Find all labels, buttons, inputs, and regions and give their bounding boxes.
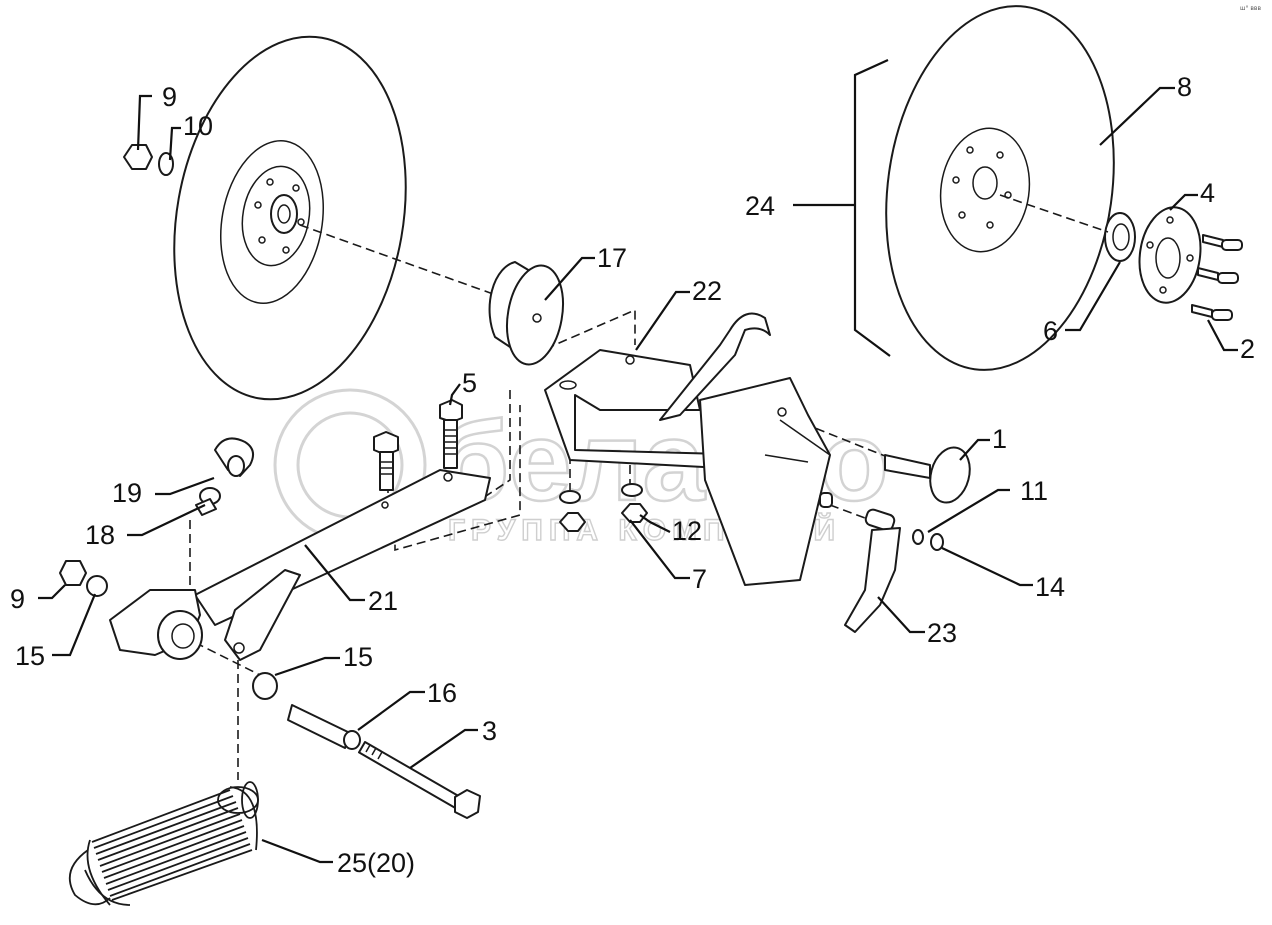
bolt-3: [358, 741, 481, 819]
callout-8: 8: [1177, 72, 1192, 102]
bolt-long: [373, 431, 399, 491]
callout-18: 18: [85, 520, 115, 550]
callout-21: 21: [368, 586, 398, 616]
bracket-22: [544, 312, 791, 471]
callout-11: 11: [1020, 476, 1048, 506]
scraper-blade-1: [884, 446, 971, 504]
callout-10: 10: [183, 111, 213, 141]
callout-9-top: 9: [162, 82, 177, 112]
left-disc: [173, 35, 407, 401]
callout-24: 24: [745, 191, 775, 221]
axis-line-right: [999, 194, 1109, 233]
callout-9-bottom: 9: [10, 584, 25, 614]
callout-7: 7: [692, 564, 707, 594]
callout-17: 17: [597, 243, 627, 273]
callout-12: 12: [672, 516, 702, 546]
callout-19: 19: [112, 478, 142, 508]
callout-22: 22: [692, 276, 722, 306]
bushing-15-left: [86, 575, 108, 597]
roller-17: [488, 261, 564, 366]
callout-5: 5: [462, 368, 477, 398]
axis-line-pin: [829, 504, 866, 519]
scraper-body: [699, 377, 831, 586]
leader-lines: [38, 86, 1238, 864]
nut-9-bottom: [59, 560, 87, 586]
bushing-15-bottom: [252, 672, 278, 700]
callout-3: 3: [482, 716, 497, 746]
grease-fitting-19: [195, 437, 255, 516]
nut-9-top: [123, 144, 153, 170]
callout-15-left: 15: [15, 641, 45, 671]
callout-14: 14: [1035, 572, 1065, 602]
callout-4: 4: [1200, 178, 1215, 208]
callout-6: 6: [1043, 316, 1058, 346]
callout-25-20: 25(20): [337, 848, 415, 878]
hub-assembly: [1104, 206, 1243, 321]
callout-1: 1: [992, 424, 1007, 454]
spring-25: [68, 781, 259, 906]
axis-line-left: [299, 224, 511, 301]
corner-mark: ш° ввв: [1240, 5, 1261, 12]
sleeve-16: [287, 704, 361, 750]
callout-2: 2: [1240, 334, 1255, 364]
nuts-7-12: [559, 483, 648, 532]
bracket-24: [853, 58, 891, 357]
callout-23: 23: [927, 618, 957, 648]
axis-outline-top: [519, 308, 636, 361]
bolt-5: [439, 399, 463, 469]
lever-23: [819, 492, 944, 633]
right-disc: [885, 5, 1115, 371]
callout-15-bottom: 15: [343, 642, 373, 672]
callout-16: 16: [427, 678, 457, 708]
arm-21: [109, 469, 491, 661]
